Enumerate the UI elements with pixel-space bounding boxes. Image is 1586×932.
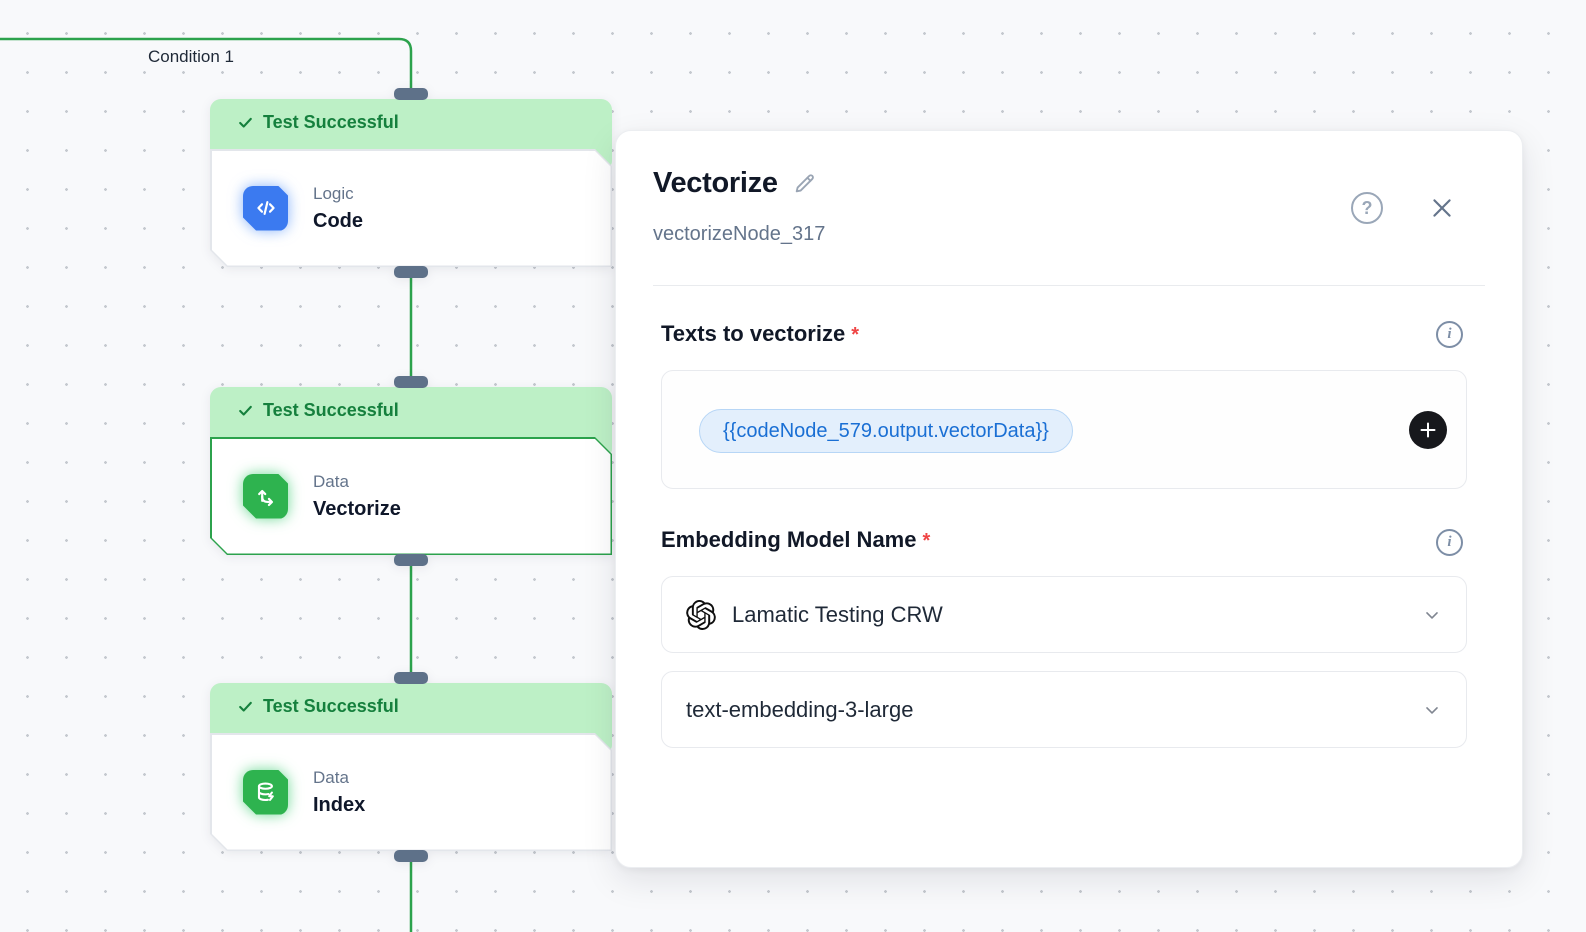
info-icon[interactable]: i (1436, 321, 1463, 348)
chevron-down-icon (1422, 605, 1442, 625)
texts-to-vectorize-label: Texts to vectorize* (661, 321, 859, 347)
node-name: Vectorize (313, 498, 401, 521)
variable-pill[interactable]: {{codeNode_579.output.vectorData}} (699, 409, 1073, 453)
code-icon (243, 186, 288, 231)
help-icon[interactable]: ? (1351, 192, 1383, 224)
check-icon (237, 402, 254, 419)
close-icon[interactable] (1426, 192, 1458, 224)
vectorize-axes-icon (243, 474, 288, 519)
node-input-handle[interactable] (394, 88, 428, 100)
provider-dropdown[interactable]: Lamatic Testing CRW (661, 576, 1467, 653)
check-icon (237, 698, 254, 715)
provider-value: Lamatic Testing CRW (732, 602, 943, 628)
condition-branch-label: Condition 1 (148, 47, 234, 67)
node-input-handle[interactable] (394, 376, 428, 388)
add-text-button[interactable] (1409, 411, 1447, 449)
embedding-model-label: Embedding Model Name* (661, 527, 930, 553)
node-category: Logic (313, 184, 363, 204)
node-output-handle[interactable] (394, 850, 428, 862)
model-value: text-embedding-3-large (686, 697, 913, 723)
node-output-handle[interactable] (394, 266, 428, 278)
database-bolt-icon (243, 770, 288, 815)
openai-logo-icon (686, 600, 716, 630)
edit-pencil-icon[interactable] (792, 171, 817, 196)
test-status-label: Test Successful (263, 112, 399, 133)
node-vectorize[interactable]: Test Successful Data Vectorize (210, 387, 612, 555)
texts-to-vectorize-field[interactable]: {{codeNode_579.output.vectorData}} (661, 370, 1467, 489)
chevron-down-icon (1422, 700, 1442, 720)
node-input-handle[interactable] (394, 672, 428, 684)
test-status-label: Test Successful (263, 400, 399, 421)
node-config-panel: Vectorize vectorizeNode_317 ? Texts to v… (615, 130, 1523, 868)
required-marker: * (851, 324, 859, 346)
node-category: Data (313, 472, 401, 492)
info-icon[interactable]: i (1436, 529, 1463, 556)
panel-title: Vectorize (653, 167, 778, 200)
model-dropdown[interactable]: text-embedding-3-large (661, 671, 1467, 748)
node-category: Data (313, 768, 365, 788)
node-id-label: vectorizeNode_317 (653, 223, 825, 246)
node-name: Code (313, 210, 363, 233)
required-marker: * (922, 530, 930, 552)
node-index[interactable]: Test Successful Data Index (210, 683, 612, 851)
check-icon (237, 114, 254, 131)
node-code[interactable]: Test Successful Logic Code (210, 99, 612, 267)
node-name: Index (313, 794, 365, 817)
node-output-handle[interactable] (394, 554, 428, 566)
divider (653, 285, 1485, 286)
test-status-label: Test Successful (263, 696, 399, 717)
